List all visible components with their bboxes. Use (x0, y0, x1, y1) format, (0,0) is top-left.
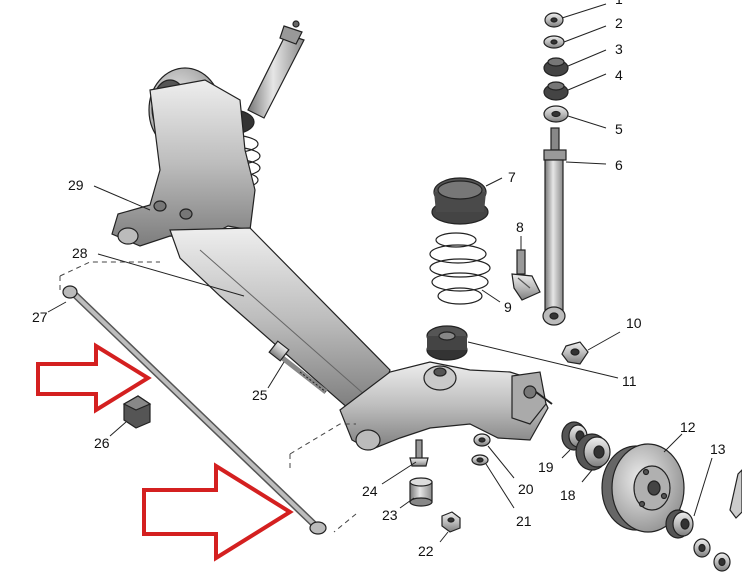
callout-28: 28 (72, 245, 88, 261)
part-25-bolt (268, 340, 328, 394)
callout-labels: 1 2 3 4 5 6 7 8 9 10 11 12 13 18 19 20 2… (32, 0, 726, 559)
part-12-brake-drum (601, 443, 685, 533)
part-7-spring-cap (431, 177, 489, 225)
part-13-bearing (665, 509, 694, 539)
right-trailing-arm (339, 361, 549, 451)
part-8-bolt (511, 249, 541, 301)
part-6-shock-absorber (542, 127, 567, 326)
part-11-bump-stop (426, 325, 468, 361)
part-9-coil-spring (429, 232, 491, 305)
hub-washer-parts (693, 469, 742, 572)
callout-3: 3 (615, 41, 623, 57)
part-10-nut (561, 341, 589, 365)
part-26-clamp (122, 395, 152, 429)
callout-24: 24 (362, 483, 378, 499)
assembly-guide-lines (59, 261, 357, 533)
callout-27: 27 (32, 309, 48, 325)
part-23-bushing (409, 477, 433, 507)
highlight-arrows (36, 342, 294, 562)
callout-1: 1 (615, 0, 623, 7)
brake-drum-group (561, 421, 742, 572)
left-pivot-bushing (117, 227, 139, 245)
callout-19: 19 (538, 459, 554, 475)
callout-22: 22 (418, 543, 434, 559)
callout-21: 21 (516, 513, 532, 529)
right-spring-group (426, 177, 589, 365)
right-spring-seat (423, 365, 457, 391)
callout-12: 12 (680, 419, 696, 435)
callout-8: 8 (516, 219, 524, 235)
callout-18: 18 (560, 487, 576, 503)
highlight-arrow-lower (142, 462, 294, 562)
callout-13: 13 (710, 441, 726, 457)
part-27-stabilizer-bar (62, 285, 327, 535)
part-22-nut (441, 511, 461, 533)
rear-axle-beam (111, 20, 553, 451)
shock-mount-parts (542, 12, 569, 326)
highlight-arrow-upper (36, 342, 152, 414)
part-21-washer (471, 454, 489, 466)
leader-lines (47, 3, 713, 543)
part-20-washer (473, 433, 491, 447)
callout-5: 5 (615, 121, 623, 137)
callout-4: 4 (615, 67, 623, 83)
cross-beam (169, 227, 391, 411)
callout-29: 29 (68, 177, 84, 193)
left-trailing-arm (111, 79, 256, 247)
callout-25: 25 (252, 387, 268, 403)
callout-7: 7 (508, 169, 516, 185)
callout-6: 6 (615, 157, 623, 173)
part-24-bolt (409, 439, 429, 467)
callout-2: 2 (615, 15, 623, 31)
right-hub-flange (511, 371, 553, 425)
callout-20: 20 (518, 481, 534, 497)
right-pivot-bushing (355, 429, 381, 451)
callout-10: 10 (626, 315, 642, 331)
callout-11: 11 (622, 373, 637, 389)
callout-9: 9 (504, 299, 512, 315)
left-shock-absorber (247, 20, 305, 119)
callout-23: 23 (382, 507, 398, 523)
callout-26: 26 (94, 435, 110, 451)
fasteners (122, 340, 491, 533)
part-18-bearing (575, 433, 611, 471)
